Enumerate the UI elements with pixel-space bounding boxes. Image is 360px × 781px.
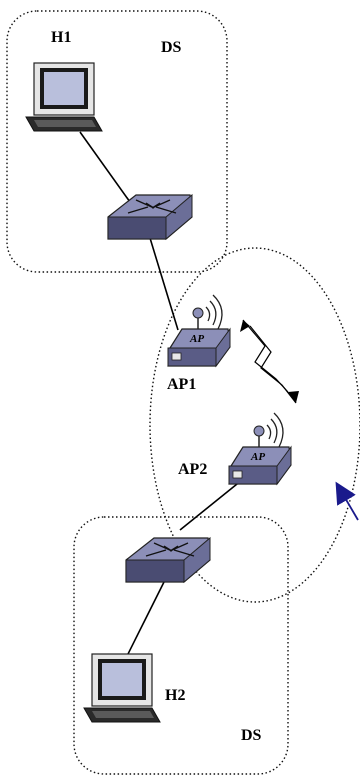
label-ds-top: DS (161, 39, 182, 56)
ds-zone-top (6, 10, 228, 273)
ds-zone-bottom (73, 516, 289, 775)
label-h1: H1 (51, 29, 71, 46)
link-switch-ap1 (149, 237, 179, 331)
wireless-coverage-area (149, 247, 360, 603)
host-h1-icon (25, 62, 103, 132)
switch-bottom-icon (125, 536, 211, 584)
access-point-ap1-icon: AP (167, 294, 231, 368)
link-ap2-switch (179, 479, 243, 531)
label-h2: H2 (165, 687, 185, 704)
pointer-arrow (335, 481, 359, 521)
ap1-badge-text: AP (189, 333, 204, 345)
link-switch-h2 (124, 579, 166, 661)
host-h2-icon (83, 653, 161, 723)
label-ds-bottom: DS (241, 727, 262, 744)
access-point-ap2-icon: AP (228, 412, 292, 486)
ap2-badge-text: AP (250, 451, 265, 463)
wireless-link (240, 319, 299, 404)
label-ap2: AP2 (178, 461, 207, 478)
label-ap1: AP1 (167, 376, 196, 393)
switch-top-icon (107, 193, 193, 241)
